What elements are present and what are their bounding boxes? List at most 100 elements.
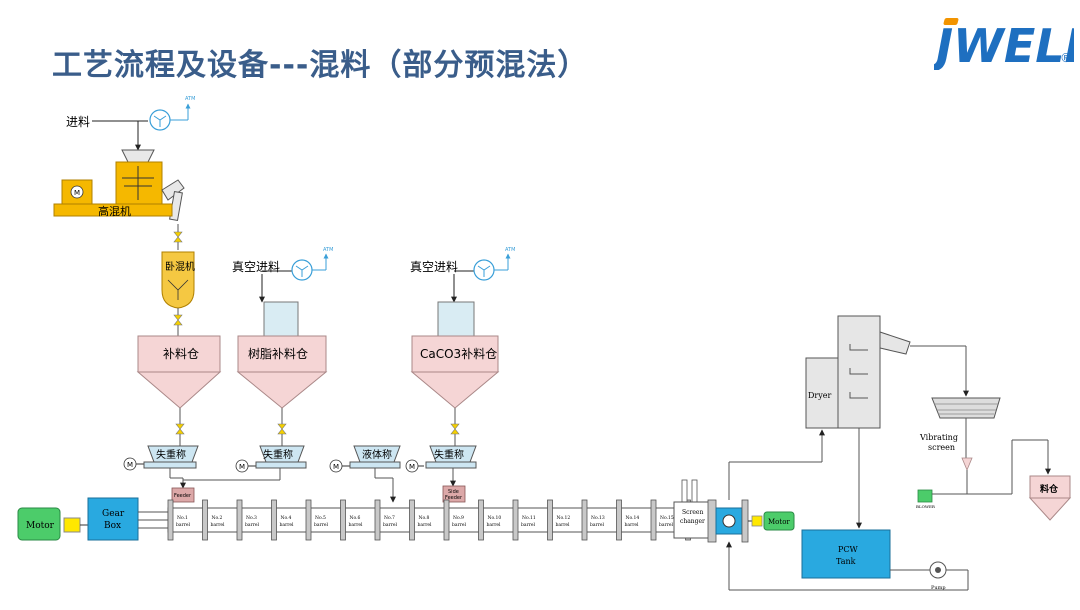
svg-text:Feeder: Feeder — [445, 495, 463, 501]
vacuum-feed-label: 真空进料 — [410, 260, 458, 274]
motor-left-label: Motor — [26, 521, 55, 531]
barrel-word: barrel — [521, 522, 536, 528]
barrel-number: No.3 — [246, 515, 257, 521]
barrel-flange — [650, 499, 657, 541]
barrel-flange — [340, 499, 346, 541]
page-title: 工艺流程及设备---混料（部分预混法） — [52, 48, 589, 83]
barrel-word: barrel — [452, 522, 467, 528]
lw-feeder-label: 失重称 — [263, 448, 293, 461]
barrel-flange — [167, 499, 174, 541]
feed-in-label: 进料 — [66, 115, 90, 129]
barrel-number: No.12 — [557, 515, 571, 521]
barrel-number: No.9 — [453, 515, 464, 521]
pcw-tank-label: PCW — [838, 545, 859, 554]
horizontal-mixer-label: 卧混机 — [165, 260, 195, 273]
barrel-word: barrel — [418, 522, 433, 528]
blower-icon — [917, 489, 933, 503]
lw-feeder-label: 失重称 — [156, 448, 186, 461]
barrel-number: No.8 — [419, 515, 430, 521]
vacuum-feed-label: 真空进料 — [232, 260, 280, 274]
barrel-word: barrel — [487, 522, 502, 528]
resin-bin: 真空进料 ATM 树脂补料仓 — [232, 247, 333, 446]
barrel-word: barrel — [245, 522, 260, 528]
svg-text:Tank: Tank — [836, 557, 856, 566]
barrel-number: No.2 — [212, 515, 223, 521]
barrel-flange — [478, 499, 484, 541]
pelletizer — [715, 507, 743, 535]
barrel-number: No.4 — [281, 515, 292, 521]
motor-right-label: Motor — [768, 518, 790, 526]
dryer-left — [805, 357, 841, 429]
svg-text:M: M — [127, 461, 133, 469]
jwell-logo: JWELL ® — [934, 18, 1074, 70]
caco3-bin-label: CaCO3补料仓 — [420, 347, 497, 361]
feeders-row: M 失重称 Feeder M 失重称 M 液体称 M 失重称 — [123, 445, 477, 503]
valve-icon — [173, 231, 183, 238]
barrel-number: No.6 — [350, 515, 361, 521]
svg-text:changer: changer — [680, 518, 705, 525]
dryer-label: Dryer — [808, 391, 831, 400]
barrel-number: No.14 — [626, 515, 640, 521]
product-bin-label: 料仓 — [1040, 483, 1059, 495]
barrel-flange — [581, 499, 588, 541]
motor-icon — [70, 185, 84, 199]
barrel-number: No.10 — [488, 515, 502, 521]
high-mixer-body — [115, 161, 163, 205]
gear-box-label: Gear — [102, 509, 125, 519]
liquid-scale-label: 液体称 — [362, 448, 392, 461]
svg-text:M: M — [239, 463, 245, 471]
motor-left — [17, 507, 61, 541]
extruder-line: Motor Gear Box No.1barrelNo.2barrelNo.3b… — [17, 479, 795, 543]
feeder-label: Feeder — [174, 493, 192, 499]
barrel-flange — [374, 499, 381, 541]
barrel-word: barrel — [280, 522, 295, 528]
barrel-word: barrel — [176, 522, 191, 528]
barrel-number: No.11 — [522, 515, 536, 521]
barrel-word: barrel — [659, 522, 674, 528]
barrel-number: No.15 — [660, 515, 674, 521]
pcw-tank — [801, 529, 891, 579]
barrel-word: barrel — [314, 522, 329, 528]
barrel-word: barrel — [211, 522, 226, 528]
barrel-word: barrel — [556, 522, 571, 528]
logo-registered-mark: ® — [1060, 51, 1072, 65]
screen-changer-label: Screen — [682, 509, 703, 516]
barrel-number: No.13 — [591, 515, 605, 521]
vibrating-screen-label: Vibrating — [919, 433, 958, 442]
barrel-flange — [547, 499, 553, 541]
horizontal-mixer-group: 卧混机 — [161, 224, 195, 336]
high-mixer-label: 高混机 — [98, 204, 131, 218]
barrel-flange — [202, 499, 208, 541]
pump-label: Pump — [931, 585, 946, 591]
svg-text:M: M — [409, 463, 415, 471]
resin-bin-label: 树脂补料仓 — [248, 346, 308, 361]
caco3-bin: 真空进料 ATM CaCO3补料仓 — [410, 247, 515, 446]
barrel-word: barrel — [383, 522, 398, 528]
svg-text:screen: screen — [928, 443, 955, 452]
svg-text:M: M — [333, 463, 339, 471]
dryer-right — [837, 315, 881, 429]
barrel-flange — [443, 499, 450, 541]
barrel-flange — [512, 499, 519, 541]
barrel-flange — [616, 499, 622, 541]
barrel-flange — [236, 499, 243, 541]
barrel-flange — [305, 499, 312, 541]
horizontal-mixer-body — [161, 251, 195, 309]
lw-feeder-label: 失重称 — [434, 448, 464, 461]
blower-label: BLOWER — [916, 504, 936, 509]
barrel-number: No.1 — [177, 515, 188, 521]
motor-symbol: M — [74, 189, 80, 197]
barrel-word: barrel — [590, 522, 605, 528]
downstream-group: Dryer PCW Tank Pump Vibrating screen BLO… — [726, 315, 1072, 591]
vibrating-screen — [931, 397, 1001, 419]
atm-label: ATM — [323, 247, 333, 253]
gear-box — [87, 497, 139, 541]
barrel-word: barrel — [625, 522, 640, 528]
high-mixer-group: 进料 ATM M 高混机 — [53, 96, 195, 222]
barrel-flange — [271, 499, 277, 541]
barrel-flange — [409, 499, 415, 541]
svg-text:Box: Box — [104, 521, 121, 531]
barrel-number: No.7 — [384, 515, 395, 521]
barrel-word: barrel — [349, 522, 364, 528]
